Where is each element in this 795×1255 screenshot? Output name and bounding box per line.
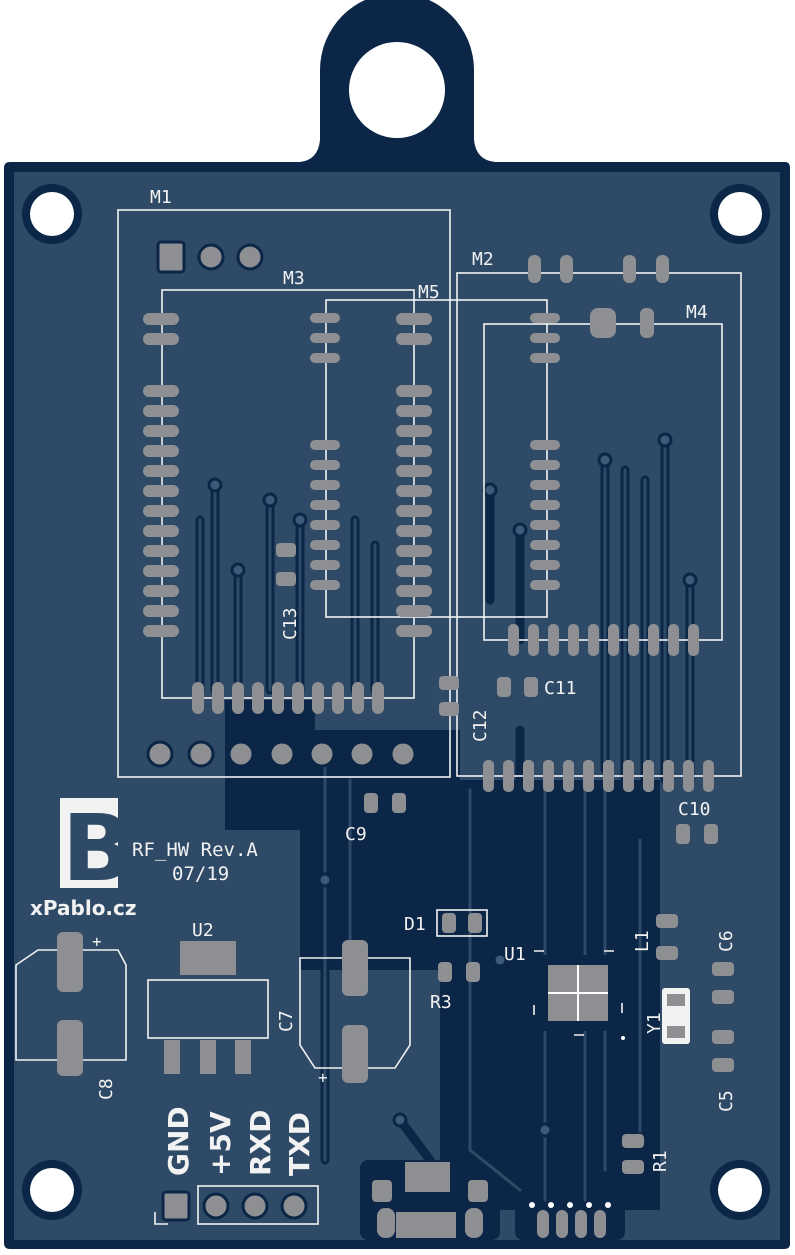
usb-connector [372, 1162, 488, 1238]
revision-label: RF_HW Rev.A [132, 839, 258, 861]
xpablo-logo: B xPablo.cz [30, 795, 137, 920]
module-pads [143, 240, 714, 792]
d1: D1 [404, 909, 488, 937]
mounting-holes [22, 184, 770, 1220]
svg-text:C13: C13 [280, 607, 301, 640]
u1-chip: U1 [504, 944, 625, 1040]
traces [195, 435, 695, 1205]
svg-text:+5V: +5V [204, 1111, 237, 1176]
c9: C9 [345, 793, 406, 845]
svg-text:M4: M4 [686, 302, 708, 323]
r1: R1 [622, 1134, 671, 1174]
c6: C6 [712, 930, 737, 1004]
module-m2: M2 [456, 249, 742, 777]
r3: R3 [430, 962, 480, 1013]
module-m1: M1 [117, 187, 451, 778]
svg-text:R3: R3 [430, 992, 452, 1013]
svg-text:C11: C11 [544, 678, 577, 699]
c8-capacitor: + C8 [15, 932, 127, 1100]
svg-text:C8: C8 [96, 1078, 117, 1100]
svg-text:xPablo.cz: xPablo.cz [30, 896, 137, 920]
tab-hole [349, 42, 445, 138]
svg-text:R1: R1 [650, 1150, 671, 1172]
svg-text:U1: U1 [504, 944, 526, 965]
c10: C10 [676, 799, 718, 844]
svg-text:GND: GND [162, 1106, 195, 1176]
svg-text:C5: C5 [716, 1090, 737, 1112]
y1: Y1 [644, 988, 690, 1044]
header-connector: GND +5V RXD TXD [154, 1106, 319, 1225]
c11: C11 [497, 677, 577, 699]
u2-regulator: U2 [147, 920, 269, 1074]
c7-capacitor: + C7 [276, 940, 411, 1087]
svg-text:D1: D1 [404, 914, 426, 935]
module-m5: M5 [325, 282, 548, 618]
c13: C13 [276, 543, 301, 640]
c5: C5 [712, 1030, 737, 1112]
svg-text:C7: C7 [276, 1010, 297, 1032]
svg-text:Y1: Y1 [644, 1012, 665, 1034]
l1: L1 [632, 914, 678, 960]
svg-text:RXD: RXD [244, 1110, 277, 1176]
svg-text:M1: M1 [150, 187, 172, 208]
svg-text:TXD: TXD [283, 1112, 316, 1176]
svg-text:C9: C9 [345, 824, 367, 845]
svg-text:M3: M3 [283, 268, 305, 289]
svg-text:L1: L1 [632, 930, 653, 952]
svg-text:C12: C12 [470, 709, 491, 742]
c12: C12 [439, 676, 491, 742]
svg-text:B: B [62, 795, 132, 902]
svg-text:+: + [92, 932, 102, 951]
bottom-connector [529, 1202, 611, 1238]
svg-text:M5: M5 [418, 282, 440, 303]
svg-text:M2: M2 [472, 249, 494, 270]
svg-text:C10: C10 [678, 799, 711, 820]
date-label: 07/19 [172, 863, 229, 885]
svg-text:U2: U2 [192, 920, 214, 941]
svg-text:C6: C6 [716, 930, 737, 952]
svg-text:+: + [318, 1068, 328, 1087]
